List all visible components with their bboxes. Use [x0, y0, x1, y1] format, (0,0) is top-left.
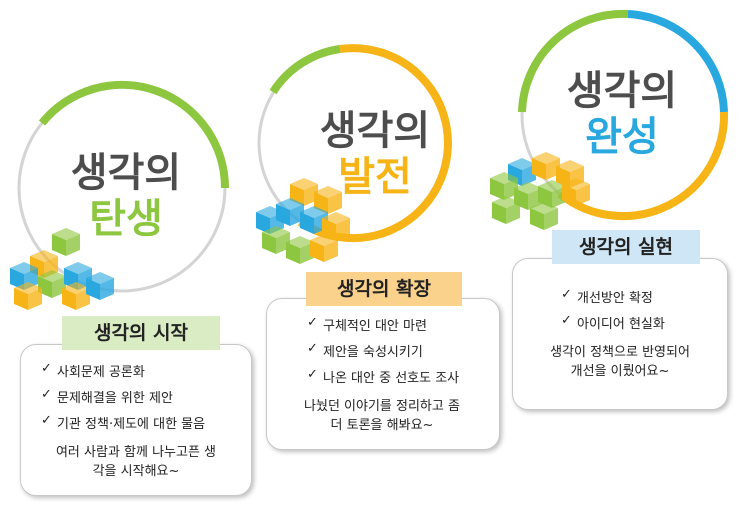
stage-1-title-line1: 생각의 [70, 150, 182, 196]
stage-3-box: 개선방안 확정 아이디어 현실화 생각이 정책으로 반영되어 개선을 이뤘어요~ [512, 258, 728, 410]
ring-1-arc [38, 80, 229, 189]
stage-2-title-line1: 생각의 [319, 108, 431, 154]
stage-3-title: 생각의 완성 [552, 68, 692, 160]
stage-1-title: 생각의 탄생 [56, 150, 196, 242]
ring-2-arc-green [269, 45, 341, 95]
stage-3-label: 생각의 실현 [552, 230, 700, 264]
stage-3-title-line1: 생각의 [566, 68, 678, 114]
stage-3-item: 개선방안 확정 [561, 287, 727, 306]
cube-cluster-3 [490, 152, 590, 230]
stage-3-title-line2: 완성 [585, 114, 659, 160]
stage-1-note: 여러 사람과 함께 나누고픈 생각을 시작해요~ [55, 445, 217, 479]
stage-2-note: 나눴던 이야기를 정리하고 좀 더 토론을 해봐요~ [304, 399, 460, 433]
stage-2-label: 생각의 확장 [306, 272, 462, 306]
stage-3-note: 생각이 정책으로 반영되어 개선을 이뤘어요~ [550, 345, 690, 379]
stage-2-title: 생각의 발전 [300, 108, 450, 200]
ring-3-arc-green [518, 9, 629, 113]
stage-1-items: 사회문제 공론화 문제해결을 위한 제안 기관 정책·제도에 대한 물음 [41, 361, 251, 432]
ring-3-arc-yellow [557, 111, 729, 221]
stage-1-box: 사회문제 공론화 문제해결을 위한 제안 기관 정책·제도에 대한 물음 여러 … [20, 344, 252, 496]
ring-3-arc-blue [627, 10, 728, 113]
stage-2-item: 구체적인 대안 마련 [307, 315, 499, 334]
stage-3-items: 개선방안 확정 아이디어 현실화 [561, 287, 727, 332]
stage-1-item: 기관 정책·제도에 대한 물음 [41, 413, 251, 432]
stage-2-box: 구체적인 대안 마련 제안을 숙성시키기 나온 대안 중 선호도 조사 나눴던 … [266, 298, 500, 450]
stage-1-title-line2: 탄생 [89, 196, 163, 242]
stage-2-items: 구체적인 대안 마련 제안을 숙성시키기 나온 대안 중 선호도 조사 [307, 315, 499, 386]
stage-1-item: 문제해결을 위한 제안 [41, 387, 251, 406]
stage-1-item: 사회문제 공론화 [41, 361, 251, 380]
stage-2-title-line2: 발전 [338, 154, 412, 200]
stage-2-item: 제안을 숙성시키기 [307, 341, 499, 360]
stage-2-item: 나온 대안 중 선호도 조사 [307, 367, 499, 386]
ring-2-arc-yellow [297, 44, 452, 243]
stage-3-item: 아이디어 현실화 [561, 313, 727, 332]
stage-1-label: 생각의 시작 [62, 316, 220, 350]
